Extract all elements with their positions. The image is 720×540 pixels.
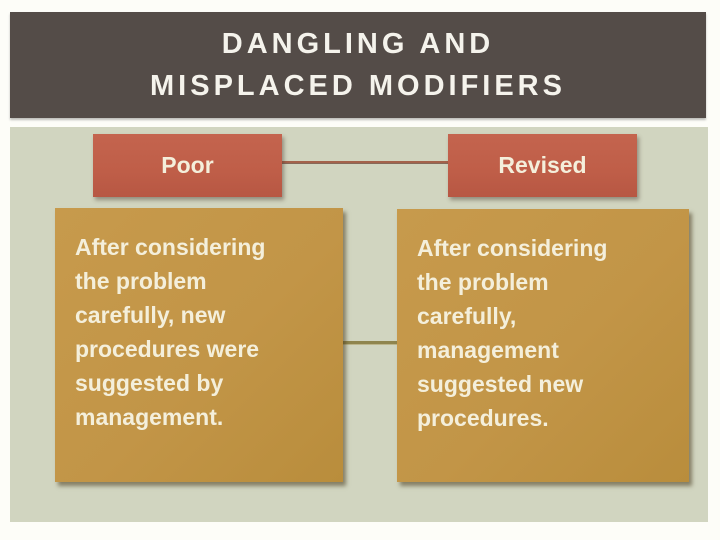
slide-title-band: DANGLING AND MISPLACED MODIFIERS	[10, 12, 706, 118]
revised-example-text-line: carefully,	[417, 303, 517, 329]
poor-example-box: After considering the problem carefully,…	[55, 208, 343, 482]
connector-line-poor-revised	[282, 161, 448, 164]
revised-example-text-line: After considering	[417, 235, 608, 261]
revised-header-box: Revised	[448, 134, 637, 197]
revised-example-text-line: procedures.	[417, 405, 549, 431]
poor-example-text-line: After considering	[75, 234, 266, 260]
revised-example-box: After considering the problem carefully,…	[397, 209, 689, 482]
poor-example-text-line: the problem	[75, 268, 207, 294]
slide-content-panel: Poor Revised After considering the probl…	[10, 127, 708, 522]
poor-example-text-line: procedures were	[75, 336, 260, 362]
poor-header-label: Poor	[161, 152, 214, 178]
revised-example-text-line: management	[417, 337, 559, 363]
revised-example-text-line: suggested new	[417, 371, 584, 397]
poor-example-text-line: management.	[75, 404, 224, 430]
revised-header-label: Revised	[498, 152, 587, 178]
connector-line-example-boxes	[343, 341, 397, 345]
poor-example-text-line: suggested by	[75, 370, 224, 396]
slide-title-line-1: DANGLING AND	[221, 28, 495, 60]
poor-example-text-line: carefully, new	[75, 302, 226, 328]
revised-example-text-line: the problem	[417, 269, 549, 295]
slide-title-line-2: MISPLACED MODIFIERS	[150, 70, 566, 102]
poor-header-box: Poor	[93, 134, 282, 197]
